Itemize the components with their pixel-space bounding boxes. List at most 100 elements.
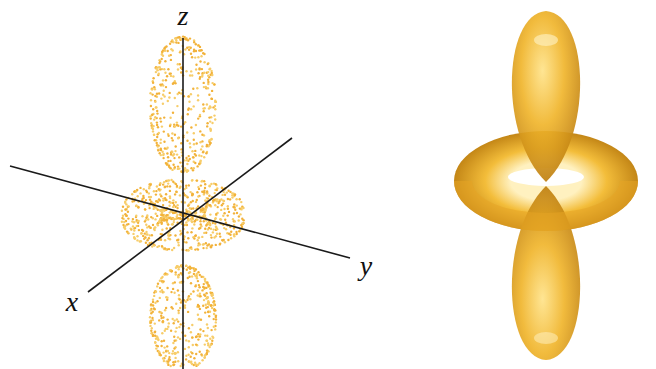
cloud-point <box>189 298 191 300</box>
cloud-point <box>204 295 206 297</box>
cloud-point <box>159 142 161 144</box>
cloud-point <box>143 197 145 199</box>
cloud-point <box>179 338 181 340</box>
cloud-point <box>143 188 145 190</box>
cloud-point <box>212 337 214 339</box>
cloud-point <box>158 73 160 75</box>
cloud-point <box>172 288 174 290</box>
cloud-point <box>223 191 225 193</box>
cloud-point <box>180 272 182 274</box>
cloud-point <box>177 309 179 311</box>
cloud-point <box>201 74 203 76</box>
cloud-point <box>163 116 165 118</box>
cloud-point <box>199 49 201 51</box>
cloud-point <box>180 301 182 303</box>
cloud-point <box>192 344 194 346</box>
cloud-point <box>159 354 161 356</box>
cloud-point <box>185 358 187 360</box>
cloud-point <box>177 137 179 139</box>
cloud-point <box>162 204 164 206</box>
cloud-point <box>144 208 146 210</box>
cloud-point <box>215 214 217 216</box>
cloud-point <box>160 233 162 235</box>
cloud-point <box>212 231 214 233</box>
cloud-point <box>198 284 200 286</box>
cloud-point <box>155 106 157 108</box>
cloud-point <box>156 185 158 187</box>
cloud-point <box>127 223 129 225</box>
cloud-point <box>198 163 200 165</box>
cloud-point <box>123 221 125 223</box>
cloud-point <box>156 136 158 138</box>
cloud-point <box>154 88 156 90</box>
cloud-point <box>147 218 149 220</box>
cloud-point <box>214 101 216 103</box>
cloud-point <box>168 322 170 324</box>
cloud-point <box>210 138 212 140</box>
cloud-point <box>210 344 212 346</box>
cloud-point <box>203 190 205 192</box>
cloud-point <box>157 224 159 226</box>
cloud-point <box>172 342 174 344</box>
cloud-point <box>188 49 190 51</box>
cloud-point <box>209 338 211 340</box>
cloud-point <box>152 299 154 301</box>
cloud-point <box>167 364 169 366</box>
cloud-point <box>127 217 129 219</box>
cloud-point <box>208 303 210 305</box>
cloud-point <box>203 110 205 112</box>
cloud-point <box>188 184 190 186</box>
cloud-point <box>219 235 221 237</box>
cloud-point <box>176 153 178 155</box>
cloud-point <box>213 318 215 320</box>
cloud-point <box>126 215 128 217</box>
cloud-point <box>125 198 127 200</box>
cloud-point <box>149 325 151 327</box>
cloud-point <box>188 276 190 278</box>
cloud-point <box>214 118 216 120</box>
cloud-point <box>172 49 174 51</box>
cloud-point <box>155 291 157 293</box>
cloud-point <box>169 125 171 127</box>
cloud-point <box>172 223 174 225</box>
cloud-point <box>164 60 166 62</box>
cloud-point <box>124 228 126 230</box>
cloud-point <box>211 74 213 76</box>
cloud-point <box>216 198 218 200</box>
cloud-point <box>213 236 215 238</box>
cloud-point <box>164 186 166 188</box>
cloud-point <box>162 219 164 221</box>
cloud-point <box>166 318 168 320</box>
cloud-point <box>208 94 210 96</box>
cloud-point <box>179 186 181 188</box>
cloud-point <box>161 216 163 218</box>
cloud-point <box>196 219 198 221</box>
cloud-point <box>169 234 171 236</box>
cloud-point <box>228 233 230 235</box>
cloud-point <box>187 95 189 97</box>
cloud-point <box>235 231 237 233</box>
cloud-point <box>222 215 224 217</box>
cloud-point <box>184 304 186 306</box>
cloud-point <box>150 183 152 185</box>
cloud-point <box>155 67 157 69</box>
cloud-point <box>176 318 178 320</box>
cloud-point <box>200 223 202 225</box>
cloud-point <box>192 207 194 209</box>
cloud-point <box>155 193 157 195</box>
cloud-point <box>219 243 221 245</box>
cloud-point <box>184 167 186 169</box>
cloud-point <box>131 220 133 222</box>
cloud-point <box>175 191 177 193</box>
cloud-point <box>160 120 162 122</box>
cloud-point <box>212 301 214 303</box>
cloud-point <box>153 228 155 230</box>
cloud-point <box>192 88 194 90</box>
cloud-point <box>165 79 167 81</box>
cloud-point <box>185 38 187 40</box>
cloud-point <box>157 126 159 128</box>
cloud-point <box>161 125 163 127</box>
cloud-point <box>200 55 202 57</box>
cloud-point <box>144 237 146 239</box>
cloud-point <box>192 193 194 195</box>
